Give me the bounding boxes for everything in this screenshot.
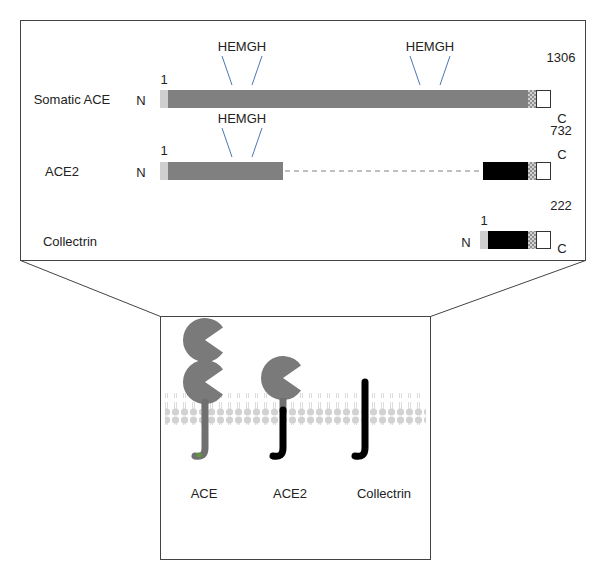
residue-number: 1 <box>480 213 487 228</box>
terminus-label: N <box>136 93 145 108</box>
collectrin-bar <box>480 231 551 249</box>
ace2-protein <box>261 356 301 456</box>
motif-label: HEMGH <box>218 39 266 54</box>
motif-line <box>440 56 450 85</box>
protein-name: Collectrin <box>43 234 97 249</box>
protein-name: ACE2 <box>45 164 79 179</box>
motif-line <box>252 56 262 85</box>
motif-line <box>252 128 262 157</box>
motif-label: HEMGH <box>218 111 266 126</box>
domain-panel <box>21 21 586 261</box>
residue-number: 732 <box>550 123 572 138</box>
protein-name: Somatic ACE <box>34 92 111 107</box>
terminus-label: N <box>136 165 145 180</box>
terminus-label: C <box>557 241 566 256</box>
zoom-line <box>431 261 586 317</box>
motif-line <box>222 56 232 85</box>
protein-name: Collectrin <box>357 486 411 501</box>
ace2-bar <box>160 162 551 180</box>
protein-name: ACE <box>191 486 218 501</box>
collectrin-protein <box>355 382 365 456</box>
terminus-label: C <box>557 147 566 162</box>
zoom-line <box>21 261 161 317</box>
protein-name: ACE2 <box>273 486 307 501</box>
residue-number: 1306 <box>547 50 576 65</box>
residue-number: 1 <box>160 72 167 87</box>
motif-label: HEMGH <box>406 39 454 54</box>
terminus-label: N <box>461 235 470 250</box>
residue-number: 1 <box>160 143 167 158</box>
residue-number: 222 <box>550 198 572 213</box>
motif-line <box>410 56 420 85</box>
ace-protein <box>183 318 223 457</box>
membrane-panel <box>161 317 431 560</box>
motif-line <box>222 128 232 157</box>
somatic-ace-bar <box>160 90 551 108</box>
